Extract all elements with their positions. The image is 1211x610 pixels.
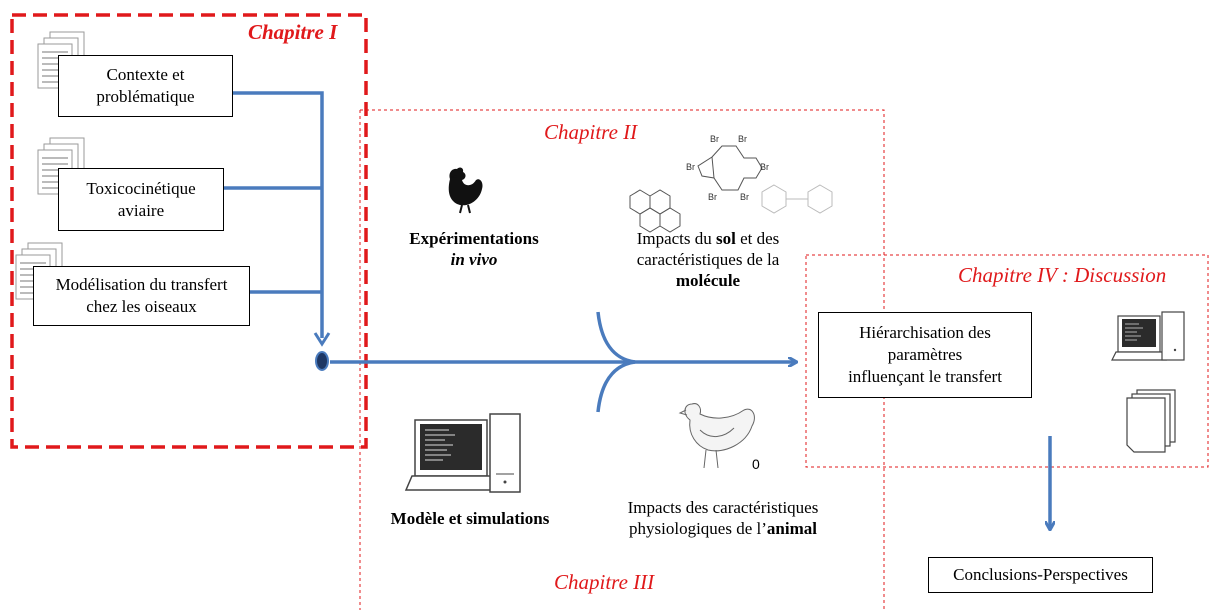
hierarchisation-box: Hiérarchisation des paramètres influença… [818,312,1032,398]
contexte-line1: Contexte et [106,65,185,84]
toxico-box: Toxicocinétique aviaire [58,168,224,231]
hen-icon [678,403,755,469]
chicken-icon [448,167,483,214]
contexte-box: Contexte et problématique [58,55,233,117]
toxico-line2: aviaire [117,200,165,220]
molecule-icon [629,145,833,233]
animal-line2-bold: animal [766,519,817,538]
sol-molecule-label: Impacts du sol et des caractéristiques d… [608,228,808,291]
modelisation-box: Modélisation du transfert chez les oisea… [33,266,250,326]
hierarchisation-line1: Hiérarchisation des [859,323,991,342]
modelisation-line1: Modélisation du transfert [55,275,228,294]
animal-line2-pre: physiologiques de l’ [629,519,767,538]
sol-line3: molécule [675,271,741,290]
experimentations-text: Expérimentations [409,229,539,248]
chapter1-frame [10,13,368,449]
flow-lines [224,91,1050,528]
svg-text:Br: Br [710,134,719,144]
zero-mark: 0 [752,456,760,472]
merge-node [315,351,329,371]
toxico-line1: Toxicocinétique [86,178,196,198]
conclusions-text: Conclusions-Perspectives [953,565,1128,584]
conclusions-box: Conclusions-Perspectives [928,557,1153,593]
in-vivo-text: in vivo [450,250,498,269]
sol-line2: caractéristiques de la [636,250,780,269]
merge-arrowhead [313,332,331,347]
contexte-line2: problématique [96,87,195,106]
chapter3-title: Chapitre III [554,570,655,594]
documents-icon [1126,389,1176,453]
modelisation-line2: chez les oiseaux [86,297,197,316]
animal-line1: Impacts des caractéristiques [627,498,819,517]
molecule-bromine-labels: Br Br Br Br Br Br [686,134,769,202]
svg-text:Br: Br [738,134,747,144]
svg-text:Br: Br [686,162,695,172]
computer-small-icon [1111,311,1185,361]
svg-text:Br: Br [760,162,769,172]
svg-text:Br: Br [740,192,749,202]
hierarchisation-line2: paramètres [887,345,963,364]
chapter1-title: Chapitre I [248,20,338,44]
chapter4-title: Chapitre IV : Discussion [958,263,1167,287]
chapter4-frame [805,254,1209,468]
experimentations-label: Expérimentations in vivo [384,228,564,270]
sol-line1-post: et des [735,229,780,248]
svg-text:Br: Br [708,192,717,202]
computer-icon [404,413,521,493]
chapter2-title: Chapitre II [544,120,638,144]
hierarchisation-line3: influençant le transfert [848,367,1002,386]
chapter2-frame [359,109,885,610]
modele-label: Modèle et simulations [390,509,550,528]
sol-line1-pre: Impacts du [636,229,717,248]
animal-label: Impacts des caractéristiques physiologiq… [608,497,838,539]
sol-line1-bold: sol [716,229,736,248]
